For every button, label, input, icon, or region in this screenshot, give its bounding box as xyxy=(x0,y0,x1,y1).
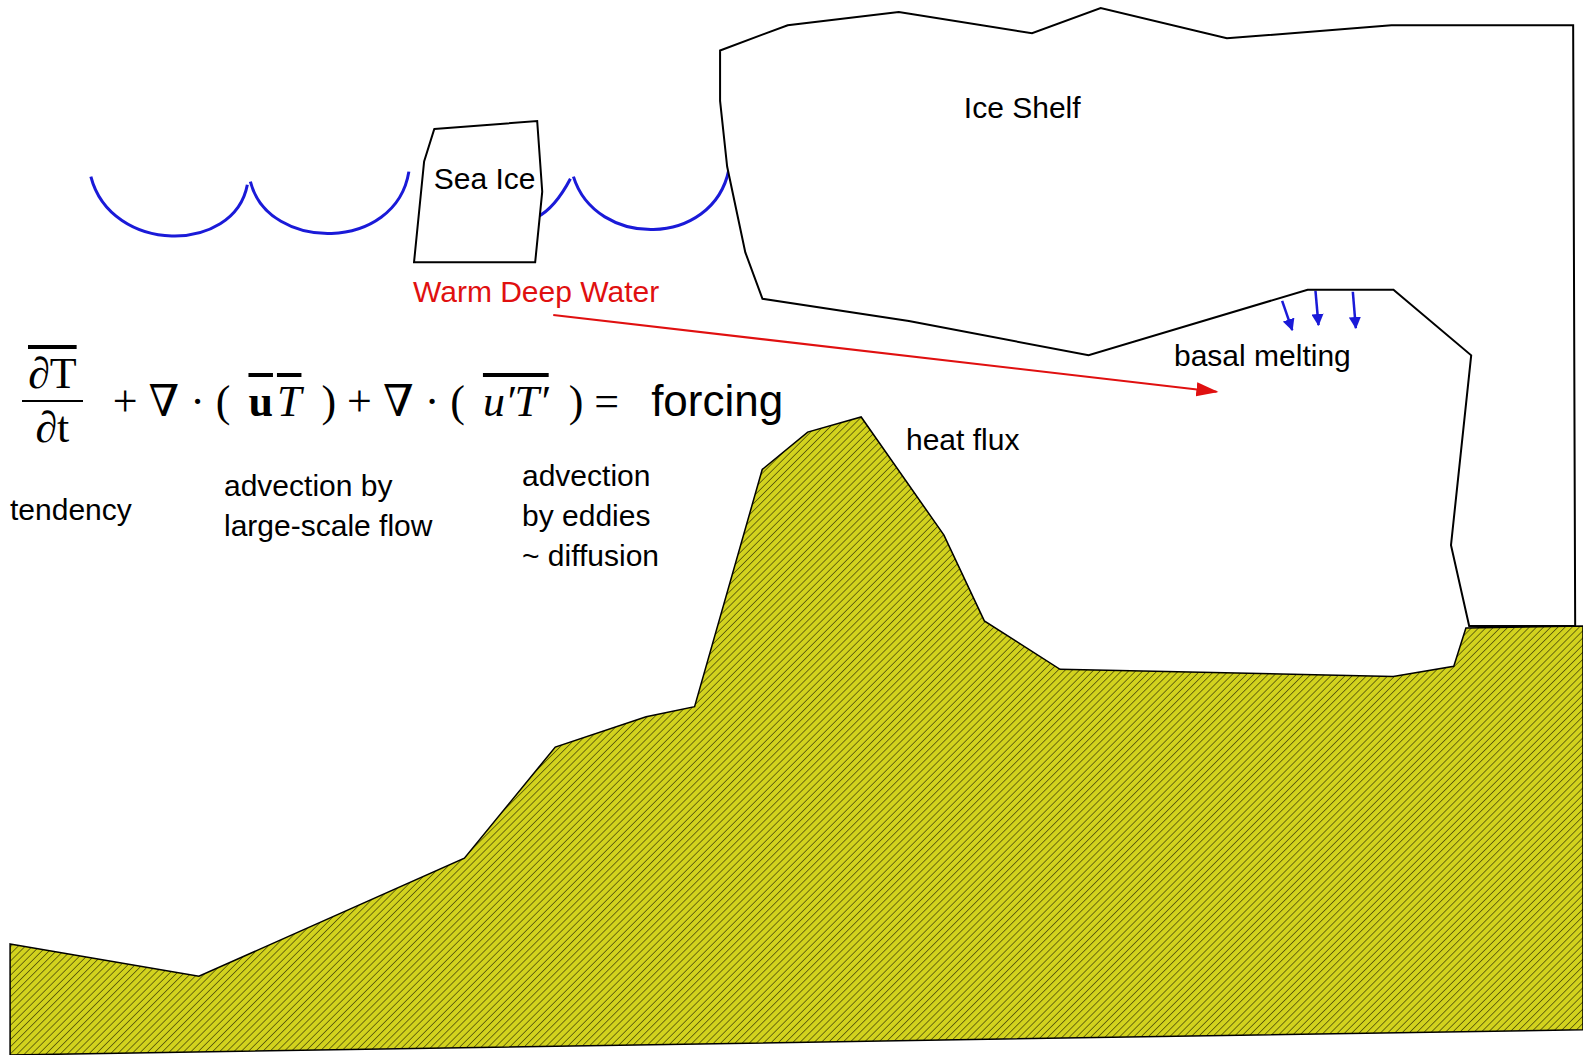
equation-term: ∂t xyxy=(35,402,69,454)
equation-term: ∂T xyxy=(22,348,83,402)
equation-term: u xyxy=(248,377,272,426)
equation-term: T xyxy=(277,377,301,426)
heat-budget-equation: ∂T∂t + ∇ · ( uT ) + ∇ · ( u′T′ ) = forcing xyxy=(22,340,783,462)
node-label: Sea Ice xyxy=(434,161,536,197)
process-label: basal melting xyxy=(1174,336,1351,376)
melt-arrows xyxy=(1282,291,1356,330)
fraction: ∂T∂t xyxy=(22,348,83,454)
node-label: Ice Shelf xyxy=(964,90,1081,126)
equation-term: ) + ∇ · ( xyxy=(321,375,465,427)
waves xyxy=(91,170,729,236)
term-label: advection by large-scale flow xyxy=(224,466,449,546)
water-mass-label: Warm Deep Water xyxy=(413,272,659,312)
term-label: advection by eddies ~ diffusion xyxy=(522,456,674,576)
seabed xyxy=(10,417,1583,1055)
equation-term: forcing xyxy=(651,376,783,426)
ice-shelf: Ice Shelf xyxy=(712,4,1578,630)
term-label: tendency xyxy=(10,490,132,530)
mean-product: uT xyxy=(248,376,301,427)
equation-term: u′T′ xyxy=(483,376,549,427)
equation-term: ) = xyxy=(569,376,619,427)
process-label: heat flux xyxy=(906,420,1019,460)
ice-shelf-outline xyxy=(712,4,1578,630)
equation-term: + ∇ · ( xyxy=(113,375,231,427)
sea-ice-floe: Sea Ice xyxy=(412,119,544,264)
